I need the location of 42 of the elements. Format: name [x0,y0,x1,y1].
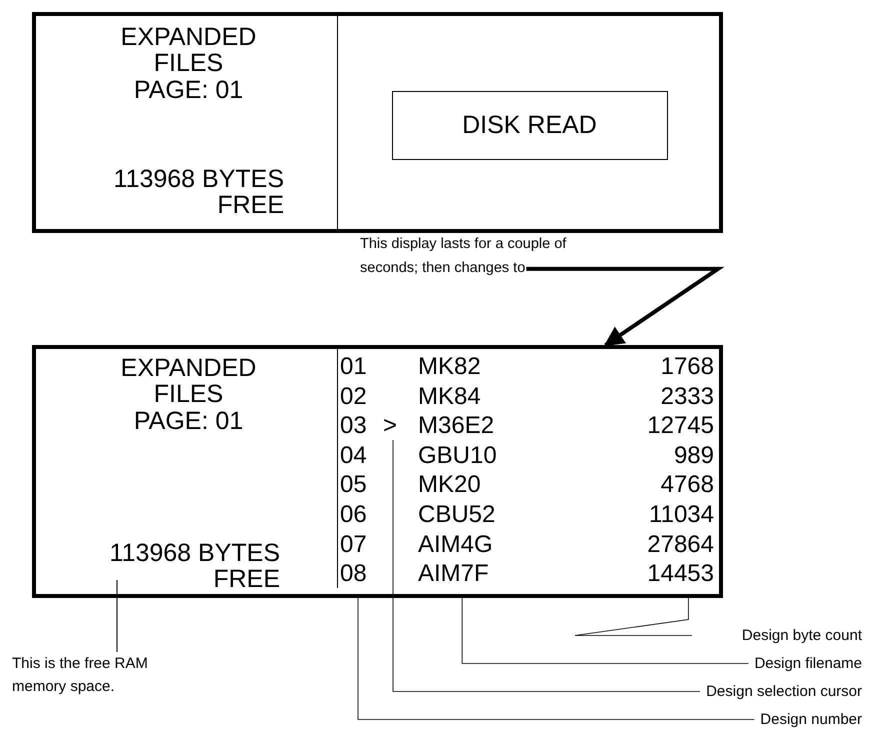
design-filename: MK82 [418,355,482,379]
display-screen [32,12,723,233]
design-number: 07 [340,532,368,557]
callout-label: Design filename [754,655,862,672]
design-filename: M36E2 [418,414,496,438]
design-number: 06 [340,503,368,527]
callout-label: Design byte count [742,627,862,644]
display-heading: EXPANDED FILES PAGE: 01 [120,355,258,434]
design-filename: AIM4G [418,532,494,557]
design-number: 03 [340,414,368,438]
display-heading: EXPANDED FILES PAGE: 01 [120,24,258,103]
arrow [526,266,725,347]
callout-label: Design selection cursor [706,683,862,700]
design-byte-count: 1768 [660,355,714,379]
design-byte-count: 14453 [646,562,714,586]
design-filename: GBU10 [418,444,498,468]
design-filename: CBU52 [418,503,496,527]
design-byte-count: 27864 [646,532,714,557]
design-byte-count: 2333 [660,384,714,409]
design-filename: AIM7F [418,562,490,586]
display-screen [32,345,723,598]
leader-line [116,580,118,652]
annotation-text: This is the free RAM memory space. [12,654,149,698]
design-byte-count: 4768 [660,473,714,498]
design-byte-count: 989 [672,444,714,468]
note-text: This display lasts for a couple of seconds; then changes to [360,235,568,278]
design-number: 04 [340,444,368,468]
design-filename: MK20 [418,473,482,498]
free-bytes-text: 113968 BYTES FREE [108,540,280,592]
design-number: 05 [340,473,368,498]
design-byte-count: 12745 [646,414,714,438]
leader-line [392,440,700,692]
selection-cursor: > [383,414,398,438]
design-byte-count: 11034 [648,503,714,527]
callout-label: Design number [760,711,862,728]
free-bytes-text: 113968 BYTES FREE [112,166,284,218]
message-box [392,91,668,160]
design-number: 02 [340,384,368,409]
design-filename: MK84 [418,384,482,409]
message-text: DISK READ [461,112,598,138]
design-number: 08 [340,562,368,586]
design-number: 01 [340,355,368,379]
